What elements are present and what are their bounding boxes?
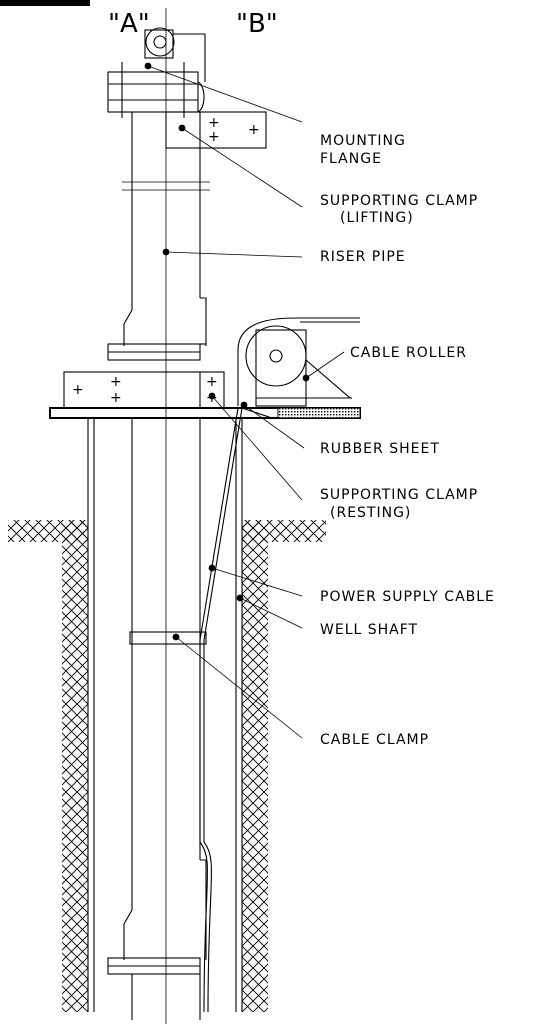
label-cable-roller: CABLE ROLLER xyxy=(350,345,467,361)
riser-pipe-upper xyxy=(107,27,210,361)
svg-text:+: + xyxy=(208,129,221,145)
label-riser-pipe: RISER PIPE xyxy=(320,249,406,265)
svg-text:+: + xyxy=(206,374,219,390)
label-supporting-clamp-lifting-line1: SUPPORTING CLAMP xyxy=(320,193,478,209)
riser-pipe-lower xyxy=(107,418,207,1020)
svg-text:+: + xyxy=(110,390,123,406)
label-cable-clamp: CABLE CLAMP xyxy=(320,732,429,748)
label-mounting-flange-line2: FLANGE xyxy=(320,151,382,167)
label-rubber-sheet: RUBBER SHEET xyxy=(320,441,440,457)
label-well-shaft: WELL SHAFT xyxy=(320,622,418,638)
label-mounting-flange-line1: MOUNTING xyxy=(320,133,406,149)
svg-text:+: + xyxy=(208,115,221,131)
supporting-clamp-resting: + + + + + xyxy=(63,371,225,409)
ground-plate xyxy=(49,407,361,419)
svg-text:+: + xyxy=(110,374,123,390)
well-shaft xyxy=(8,418,326,1012)
label-power-supply-cable: POWER SUPPLY CABLE xyxy=(320,589,495,605)
svg-text:+: + xyxy=(248,122,261,138)
label-supporting-clamp-resting-line1: SUPPORTING CLAMP xyxy=(320,487,478,503)
label-supporting-clamp-lifting-line2: (LIFTING) xyxy=(340,210,414,226)
cable-clamp xyxy=(129,631,207,645)
leader-lines xyxy=(144,62,345,739)
power-supply-cable xyxy=(199,407,243,1013)
svg-text:+: + xyxy=(72,382,85,398)
view-b-label: "B" xyxy=(236,9,278,39)
cut-title-fragment xyxy=(0,0,90,6)
label-supporting-clamp-resting-line2: (RESTING) xyxy=(330,505,411,521)
supporting-clamp-lifting: + + + xyxy=(165,111,267,149)
view-a-label: "A" xyxy=(108,9,150,39)
cable-roller xyxy=(237,317,360,407)
